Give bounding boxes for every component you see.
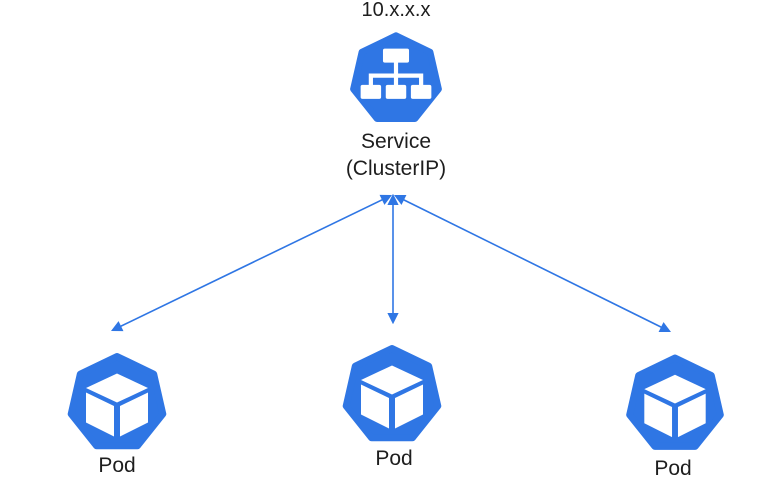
arrow-service-to-pod-1 <box>110 194 393 332</box>
kubernetes-service-icon <box>344 30 448 124</box>
pod-label: Pod <box>654 457 692 480</box>
service-label-line1: Service <box>360 130 432 153</box>
pod-label: Pod <box>375 447 413 470</box>
service-label: Service (ClusterIP) <box>306 128 486 182</box>
kubernetes-pod-icon <box>342 342 442 444</box>
service-ip-label: 10.x.x.x <box>361 0 431 21</box>
kubernetes-pod-icon <box>67 350 167 452</box>
kubernetes-pod-icon <box>624 352 726 452</box>
arrow-service-to-pod-3 <box>393 194 672 333</box>
service-label-line2: (ClusterIP) <box>345 157 447 180</box>
pod-label: Pod <box>98 454 136 477</box>
